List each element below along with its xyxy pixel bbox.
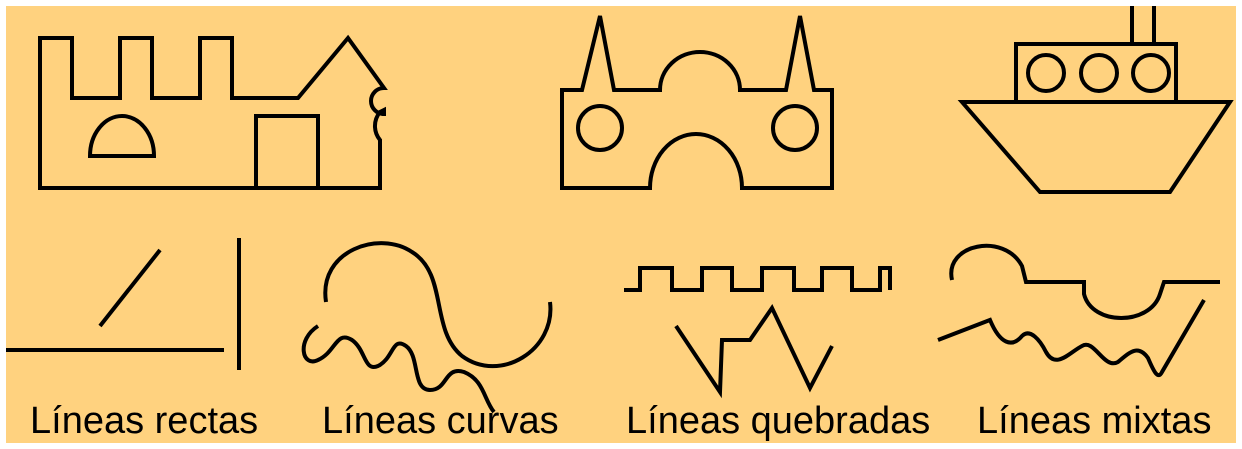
palace-outline [560,15,834,190]
line-types-canvas: Líneas rectas Líneas curvas Líneas quebr… [6,6,1236,443]
boat-hull [957,100,1234,194]
boat-porthole-1 [1026,53,1066,93]
straight-line-diagonal [98,248,162,328]
boat-chimney [1130,6,1156,44]
castle-door [254,114,320,190]
caption-lineas-mixtas: Líneas mixtas [977,400,1211,442]
background [6,6,1236,443]
broken-lines-sample [624,266,892,399]
curve-large-wave [323,241,553,369]
mixed-line-lower [937,298,1206,378]
palace-window-right [771,104,819,152]
castle-outline [38,34,388,190]
line-types-illustration: Líneas rectas Líneas curvas Líneas quebr… [6,6,1236,443]
castle-figure [38,34,388,190]
palace-window-left [576,104,624,152]
palace-figure [560,15,834,190]
boat-porthole-2 [1079,53,1119,93]
mixed-line-upper [949,243,1220,320]
broken-line-zigzag [674,304,834,399]
castle-window-arch [87,114,157,158]
caption-lineas-rectas: Líneas rectas [30,400,258,442]
curved-lines-sample [301,241,553,414]
straight-lines-sample [6,238,241,370]
caption-lineas-curvas: Líneas curvas [322,400,559,442]
boat-figure [957,6,1234,194]
mixed-lines-sample [937,243,1220,378]
curve-small-wave [301,324,496,414]
caption-lineas-quebradas: Líneas quebradas [626,400,930,442]
boat-porthole-3 [1131,53,1171,93]
broken-line-square-wave [624,266,892,292]
